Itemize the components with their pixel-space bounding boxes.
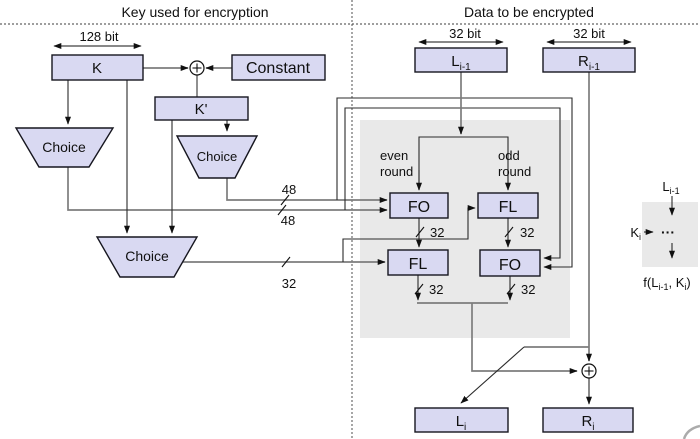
legend-key-label: Ki [630, 225, 641, 242]
wire-swap-to-lnext [460, 346, 525, 404]
width-48-upper: 48 [280, 182, 296, 206]
width-32-fl-bottom: 32 [414, 282, 443, 297]
wire-choice2-to-fo [226, 178, 388, 203]
register-rnext: Ri [542, 407, 634, 433]
label-odd: odd [498, 148, 520, 163]
svg-text:128 bit: 128 bit [79, 29, 118, 44]
width-32-fl: 32 [281, 256, 296, 291]
svg-text:K: K [92, 60, 102, 77]
wire-f-to-xor [471, 303, 578, 374]
width-32-fl-top: 32 [504, 225, 534, 240]
wire-choice1-to-fo [67, 167, 388, 213]
svg-text:32: 32 [429, 282, 443, 297]
wire-loop-outer-to-fo-bottom [336, 97, 573, 270]
svg-text:FO: FO [499, 257, 521, 274]
round-function-panel [360, 120, 570, 338]
choice-2: Choice [175, 135, 259, 179]
legend-f-function: Li-1 Ki ··· f(Li-1, Ki) [630, 179, 690, 292]
choice-1: Choice [14, 127, 115, 168]
register-rprev: Ri-1 [542, 47, 636, 73]
fo-box-bottom: FO [479, 249, 541, 277]
svg-text:FL: FL [499, 199, 518, 216]
legend-output-label: f(Li-1, Ki) [643, 275, 690, 292]
svg-text:48: 48 [281, 213, 295, 228]
key-register-k: K [51, 54, 144, 81]
width-32-fo-top: 32 [415, 225, 444, 240]
fl-box-top: FL [477, 192, 539, 219]
key-register-kprime: K' [154, 96, 249, 121]
legend-input-label: Li-1 [662, 179, 679, 196]
svg-text:K': K' [195, 101, 208, 118]
choice-3: Choice [95, 236, 199, 278]
svg-text:FO: FO [408, 199, 430, 216]
label-even-round: round [380, 164, 413, 179]
register-lnext: Li [414, 407, 509, 433]
svg-text:FL: FL [409, 256, 428, 273]
measure-128bit: 128 bit [53, 29, 142, 49]
svg-text:Choice: Choice [125, 248, 169, 264]
svg-text:32: 32 [282, 276, 296, 291]
xor-icon [581, 363, 597, 379]
wire-loop-inner-to-fo-bottom [344, 107, 561, 261]
svg-text:Constant: Constant [246, 60, 311, 77]
wire-key-branch-to-fl-top [342, 205, 476, 262]
svg-text:32: 32 [430, 225, 444, 240]
corner-curl-icon [682, 424, 700, 439]
register-lprev: Li-1 [414, 47, 508, 73]
svg-text:32: 32 [520, 225, 534, 240]
svg-text:Li: Li [456, 413, 467, 433]
svg-text:Ri-1: Ri-1 [578, 53, 600, 73]
measure-32bit-right: 32 bit [546, 26, 632, 45]
label-odd-round: round [498, 164, 531, 179]
title-key-section: Key used for encryption [121, 4, 268, 20]
title-data-section: Data to be encrypted [464, 4, 594, 20]
xor-icon [189, 60, 205, 76]
svg-text:48: 48 [282, 182, 296, 197]
legend-dots: ··· [661, 224, 675, 240]
label-even: even [380, 148, 408, 163]
svg-text:32 bit: 32 bit [449, 26, 481, 41]
measure-32bit-left: 32 bit [418, 26, 504, 45]
svg-text:Choice: Choice [42, 139, 86, 155]
fl-box-bottom: FL [387, 249, 449, 276]
fo-box-top: FO [389, 192, 449, 219]
width-48-lower: 48 [277, 204, 295, 228]
svg-text:Choice: Choice [197, 149, 237, 164]
svg-text:32 bit: 32 bit [573, 26, 605, 41]
svg-text:32: 32 [521, 282, 535, 297]
wire-round-split [418, 136, 509, 190]
svg-text:Li-1: Li-1 [451, 53, 471, 73]
constant-box: Constant [231, 54, 326, 81]
width-32-fo-bottom: 32 [506, 282, 535, 297]
svg-text:Ri: Ri [581, 413, 594, 433]
